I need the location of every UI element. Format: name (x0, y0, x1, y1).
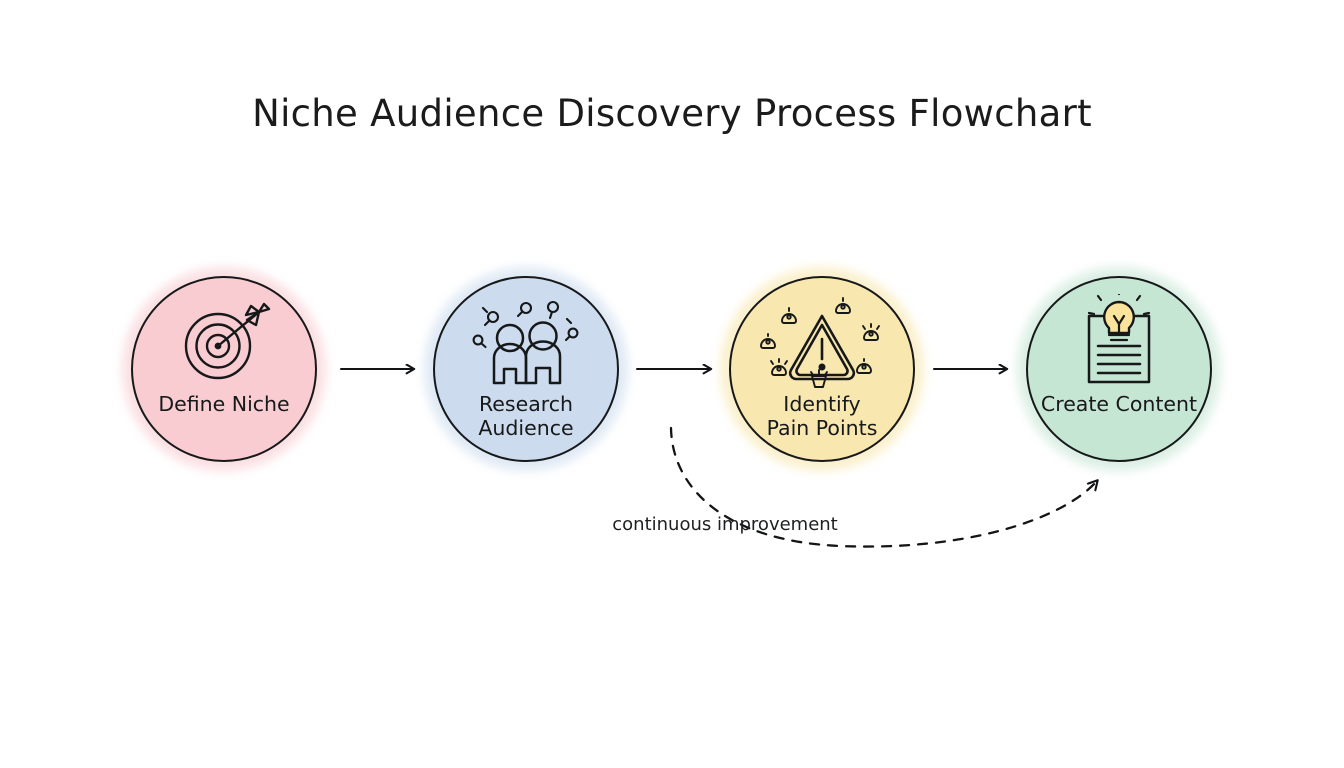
warning-triangle-icon (729, 294, 915, 390)
flow-node-define-niche[interactable]: Define Niche (122, 267, 326, 471)
flow-node-identify-pain-points[interactable]: Identify Pain Points (720, 267, 924, 471)
node-disc (131, 276, 317, 462)
people-magnifier-icon (433, 294, 619, 390)
node-label: Identify Pain Points (766, 392, 878, 440)
document-lightbulb-icon (1026, 294, 1212, 390)
connector-feedback-loop (669, 426, 1097, 548)
target-arrow-icon (131, 294, 317, 390)
node-label: Define Niche (158, 392, 290, 416)
flow-node-create-content[interactable]: Create Content (1017, 267, 1221, 471)
flow-node-research-audience[interactable]: Research Audience (424, 267, 628, 471)
node-label: Research Audience (478, 392, 574, 440)
page-title: Niche Audience Discovery Process Flowcha… (252, 92, 1092, 135)
feedback-loop-label: continuous improvement (612, 514, 838, 535)
node-label: Create Content (1040, 392, 1198, 416)
